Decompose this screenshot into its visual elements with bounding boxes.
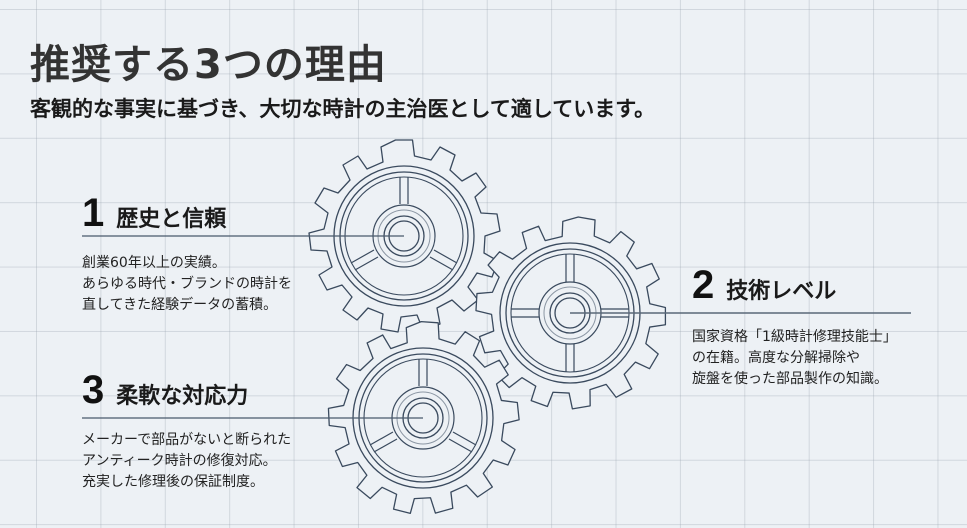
description-line: メーカーで部品がないと断られた xyxy=(82,432,292,448)
description-line: 国家資格「1級時計修理技能士」 xyxy=(692,329,897,345)
reason-number: 3 xyxy=(82,368,105,412)
reason-description: 国家資格「1級時計修理技能士」 の在籍。高度な分解掃除や 旋盤を使った部品製作の… xyxy=(692,327,897,390)
reason-heading: 技術レベル xyxy=(726,279,837,304)
reason-description: メーカーで部品がないと断られた アンティーク時計の修復対応。 充実した修理後の保… xyxy=(82,430,291,493)
description-line: 充実した修理後の保証制度。 xyxy=(82,474,264,490)
description-line: 直してきた経験データの蓄積。 xyxy=(82,297,278,313)
reason-1: 1 歴史と信頼 創業60年以上の実績。 あらゆる時代・ブランドの時計を 直してき… xyxy=(82,193,292,316)
reason-description: 創業60年以上の実績。 あらゆる時代・ブランドの時計を 直してきた経験データの蓄… xyxy=(82,253,292,316)
reason-number: 2 xyxy=(692,263,715,307)
page-title: 推奨する3つの理由 xyxy=(30,42,387,88)
reason-2: 2 技術レベル 国家資格「1級時計修理技能士」 の在籍。高度な分解掃除や 旋盤を… xyxy=(692,265,897,390)
description-line: 旋盤を使った部品製作の知識。 xyxy=(692,371,888,387)
description-line: アンティーク時計の修復対応。 xyxy=(82,453,277,469)
reason-3: 3 柔軟な対応力 メーカーで部品がないと断られた アンティーク時計の修復対応。 … xyxy=(82,370,291,493)
page-subtitle: 客観的な事実に基づき、大切な時計の主治医として適しています。 xyxy=(30,97,656,121)
reason-heading: 柔軟な対応力 xyxy=(116,384,249,409)
description-line: 創業60年以上の実績。 xyxy=(82,255,226,271)
reason-heading: 歴史と信頼 xyxy=(116,207,227,232)
description-line: の在籍。高度な分解掃除や xyxy=(692,350,860,366)
description-line: あらゆる時代・ブランドの時計を xyxy=(82,276,292,292)
gear-2-icon xyxy=(459,201,682,425)
reason-number: 1 xyxy=(82,191,105,235)
